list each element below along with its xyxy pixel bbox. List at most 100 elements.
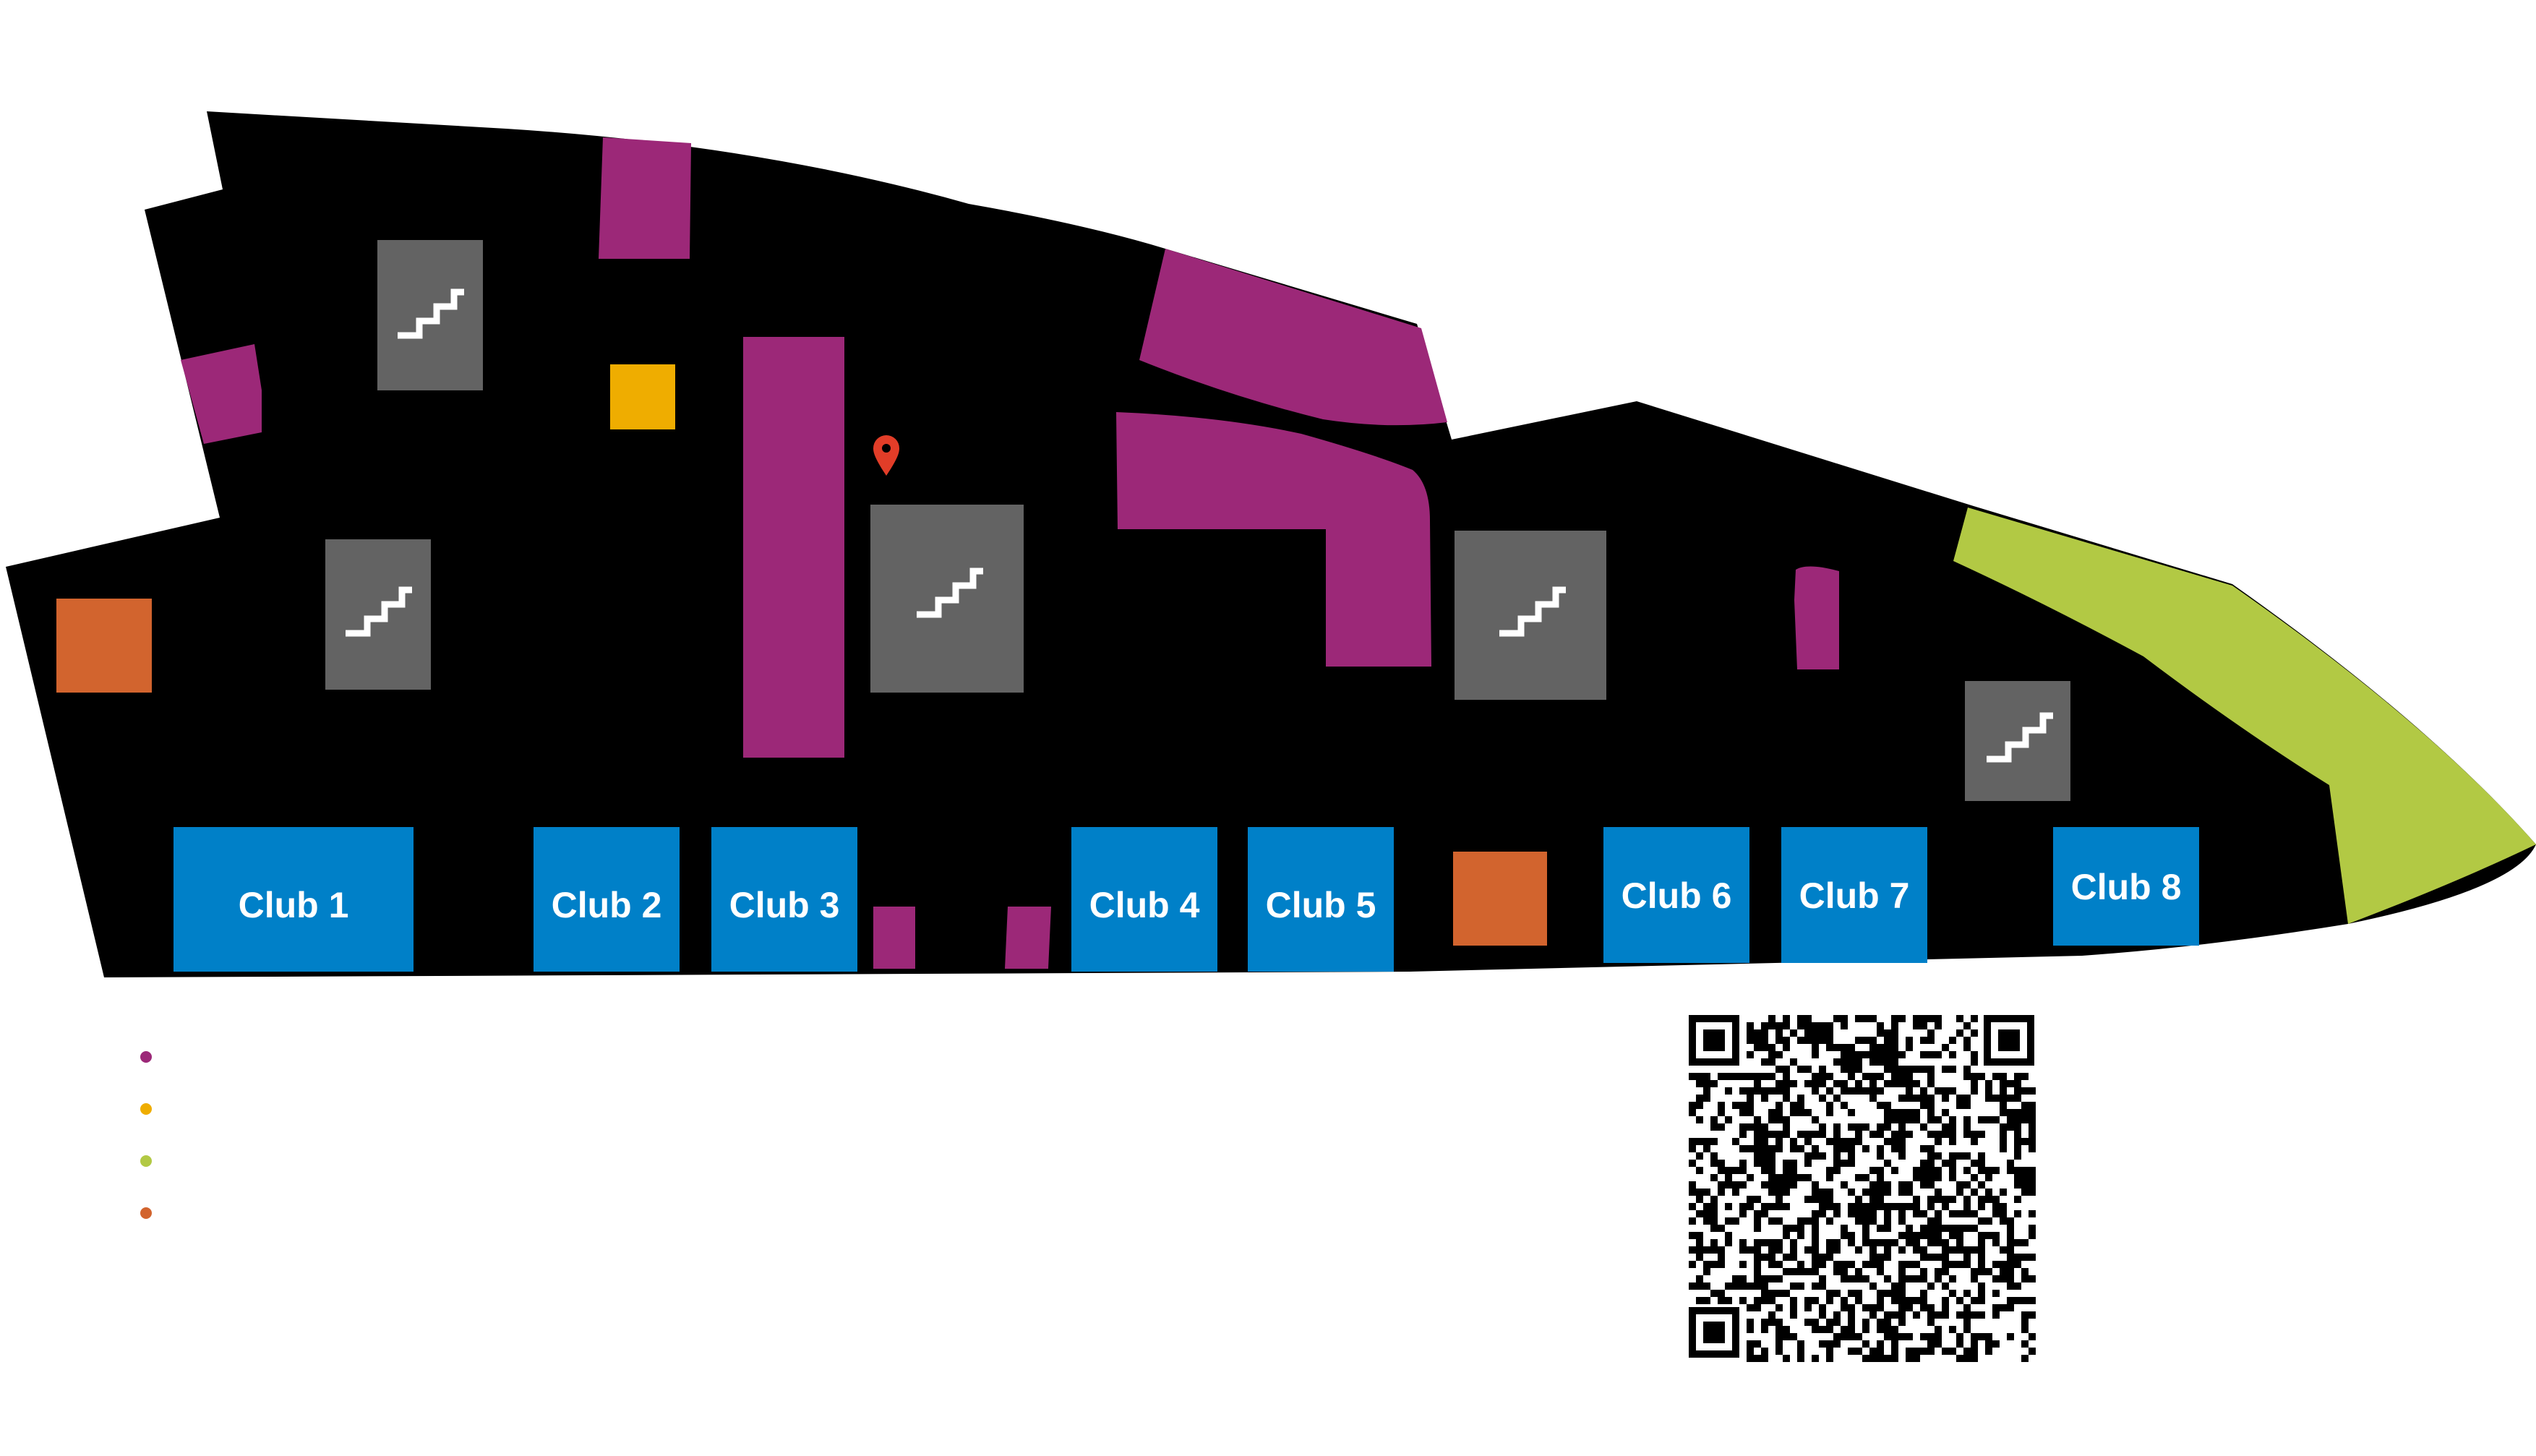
qr-module [1906, 1261, 1913, 1268]
qr-module [1754, 1254, 1761, 1261]
qr-module [1848, 1275, 1855, 1282]
qr-module [1775, 1189, 1783, 1196]
club-label: Club 1 [239, 885, 349, 925]
qr-module [1833, 1340, 1841, 1348]
qr-module [1935, 1196, 1942, 1203]
qr-module [1935, 1138, 1942, 1145]
qr-module [1768, 1239, 1775, 1246]
qr-module [1797, 1355, 1804, 1362]
qr-module [1891, 1167, 1898, 1174]
qr-module [1949, 1160, 1956, 1167]
qr-module [1963, 1022, 1971, 1029]
qr-module [1761, 1181, 1768, 1189]
qr-module [1790, 1160, 1797, 1167]
qr-module [1710, 1210, 1718, 1217]
qr-module [1884, 1029, 1891, 1037]
stairs-block[interactable] [1455, 531, 1606, 700]
qr-module [1826, 1348, 1833, 1355]
qr-module [1935, 1275, 1942, 1282]
qr-module [1768, 1044, 1775, 1051]
club-4[interactable]: Club 4 [1071, 827, 1217, 972]
club-8[interactable]: Club 8 [2053, 827, 2199, 946]
qr-module [1754, 1123, 1761, 1131]
club-5[interactable]: Club 5 [1248, 827, 1394, 972]
qr-module [1971, 1051, 1978, 1058]
qr-module [1754, 1282, 1761, 1290]
qr-module [1920, 1225, 1927, 1232]
qr-module [1804, 1246, 1812, 1254]
qr-module [2007, 1116, 2014, 1123]
qr-module [1956, 1246, 1963, 1254]
qr-module [1927, 1037, 1935, 1044]
qr-module [1884, 1138, 1891, 1145]
qr-module [1884, 1203, 1891, 1210]
stairs-block[interactable] [377, 240, 483, 390]
qr-module [1949, 1290, 1956, 1297]
qr-module [1949, 1152, 1956, 1160]
qr-module [1971, 1275, 1978, 1282]
qr-module [1841, 1181, 1848, 1189]
qr-module [1978, 1282, 1985, 1290]
qr-module [1971, 1087, 1978, 1095]
stairs-block[interactable] [870, 505, 1024, 693]
qr-module [1703, 1268, 1710, 1275]
qr-module [1710, 1123, 1718, 1131]
qr-module [1963, 1123, 1971, 1131]
qr-module [1935, 1239, 1942, 1246]
qr-module [1696, 1116, 1703, 1123]
qr-module [1913, 1116, 1920, 1123]
stairs-block[interactable] [325, 539, 431, 690]
qr-module [1949, 1246, 1956, 1254]
qr-module [1790, 1080, 1797, 1087]
club-6[interactable]: Club 6 [1603, 827, 1749, 963]
qr-module [1877, 1044, 1884, 1051]
qr-module [1804, 1268, 1812, 1275]
qr-module [2014, 1239, 2021, 1246]
qr-module [2000, 1203, 2007, 1210]
qr-module [1906, 1348, 1913, 1355]
qr-module [1877, 1254, 1884, 1261]
qr-module [1696, 1297, 1703, 1304]
qr-module [1775, 1348, 1783, 1355]
qr-module [1790, 1333, 1797, 1340]
qr-module [1739, 1145, 1747, 1152]
qr-module [2029, 1181, 2036, 1189]
qr-module [1804, 1297, 1812, 1304]
club-1[interactable]: Club 1 [174, 827, 414, 972]
qr-module [1869, 1203, 1877, 1210]
qr-module [1797, 1109, 1804, 1116]
qr-module [1949, 1275, 1956, 1282]
club-3[interactable]: Club 3 [711, 827, 857, 972]
qr-module [1956, 1015, 1963, 1022]
qr-module [1927, 1015, 1935, 1022]
qr-module [1927, 1217, 1935, 1225]
qr-module [1761, 1131, 1768, 1138]
qr-module [1747, 1029, 1754, 1037]
location-pin-icon[interactable] [873, 435, 899, 476]
qr-module [1841, 1051, 1848, 1058]
qr-module [1963, 1326, 1971, 1333]
qr-module [1898, 1080, 1906, 1087]
qr-module [1906, 1333, 1913, 1340]
qr-module [1920, 1304, 1927, 1311]
stairs-block[interactable] [1965, 681, 2070, 801]
qr-code[interactable] [1686, 1012, 2036, 1362]
qr-module [1956, 1311, 1963, 1319]
qr-module [1898, 1145, 1906, 1152]
club-7[interactable]: Club 7 [1781, 827, 1927, 963]
shop-unit [1794, 566, 1839, 669]
qr-module [1848, 1123, 1855, 1131]
qr-module [2021, 1174, 2029, 1181]
qr-module [1992, 1210, 2000, 1217]
qr-module [1855, 1297, 1862, 1304]
qr-module [1971, 1355, 1978, 1362]
qr-module [1862, 1210, 1869, 1217]
qr-module [2007, 1167, 2014, 1174]
qr-module [1906, 1181, 1913, 1189]
qr-module [1949, 1225, 1956, 1232]
qr-module [1862, 1275, 1869, 1282]
qr-module [1956, 1189, 1963, 1196]
qr-module [1841, 1066, 1848, 1073]
club-2[interactable]: Club 2 [534, 827, 680, 972]
qr-module [1848, 1203, 1855, 1210]
